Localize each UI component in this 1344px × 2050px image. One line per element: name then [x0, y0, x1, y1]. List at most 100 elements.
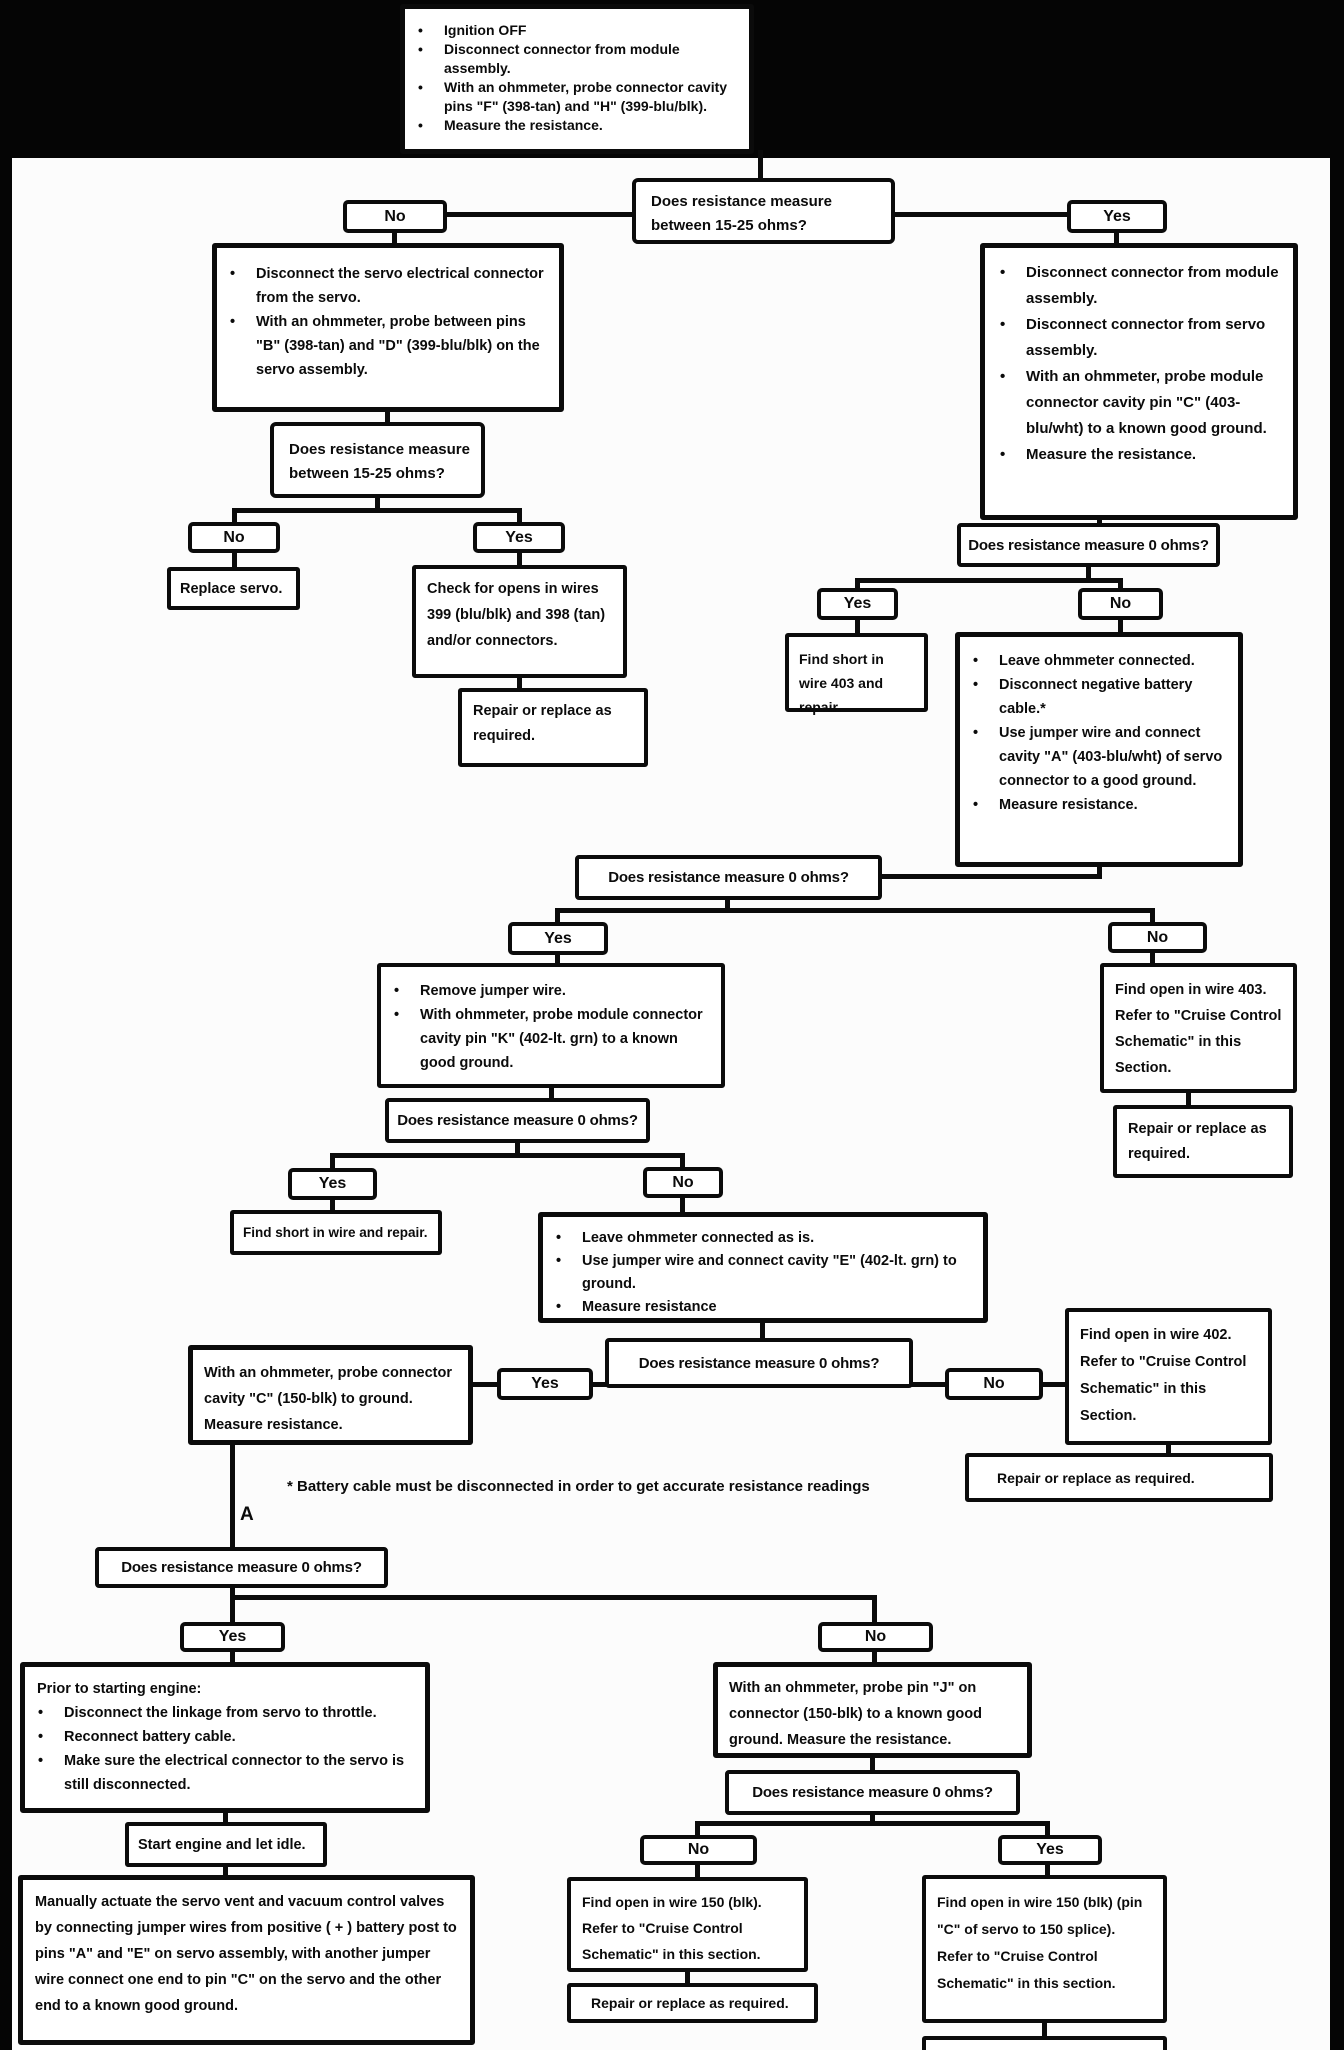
bullet-icon: • — [418, 41, 423, 57]
connector-line — [330, 1153, 685, 1158]
branch-label-no: No — [1078, 588, 1163, 620]
branch-label-yes: Yes — [508, 922, 608, 955]
footnote-battery-cable: * Battery cable must be disconnected in … — [287, 1478, 870, 1495]
connector-line — [230, 1650, 235, 1664]
question-resistance-15-25-servo: Does resistance measure between 15-25 oh… — [270, 422, 485, 498]
connector-line — [855, 618, 860, 635]
branch-label-yes: Yes — [288, 1168, 377, 1200]
bullet-icon: • — [418, 117, 423, 133]
step-servo-probe: •Disconnect the servo electrical connect… — [212, 243, 564, 412]
connector-line — [725, 898, 730, 912]
connector-line — [1118, 578, 1123, 590]
connector-line — [330, 1153, 335, 1170]
connector-line — [1150, 908, 1155, 924]
connector-line — [230, 1586, 235, 1599]
step-module-probe: •Disconnect connector from module assemb… — [980, 243, 1298, 520]
question-resistance-0-ohms-5: Does resistance measure 0 ohms? — [95, 1547, 388, 1588]
branch-label-no: No — [945, 1368, 1043, 1400]
connector-line — [880, 874, 1102, 879]
bullet-icon: • — [418, 22, 423, 38]
bullet-icon: • — [230, 314, 236, 330]
connector-line — [680, 1153, 685, 1169]
action-find-open-403: Find open in wire 403. Refer to "Cruise … — [1100, 963, 1297, 1093]
step-probe-pin-j: With an ohmmeter, probe pin "J" on conne… — [713, 1662, 1032, 1758]
step-title: Prior to starting engine: — [37, 1681, 202, 1697]
question-resistance-0-ohms-2: Does resistance measure 0 ohms? — [575, 855, 882, 900]
action-find-short-wire: Find short in wire and repair. — [230, 1210, 442, 1255]
connector-line — [685, 1970, 690, 1985]
connector-line — [330, 1198, 335, 1212]
connector-line — [447, 212, 632, 217]
connector-line — [232, 551, 237, 569]
action-replace-servo: Replace servo. — [167, 567, 300, 610]
bullet-icon: • — [418, 79, 423, 95]
connector-line — [549, 1086, 554, 1100]
bullet-icon: • — [230, 266, 236, 282]
connector-line — [1114, 231, 1119, 245]
branch-label-no: No — [640, 1835, 757, 1865]
branch-label-no: No — [643, 1167, 723, 1198]
connector-line — [1045, 1821, 1050, 1837]
connector-line — [385, 410, 390, 424]
action-check-opens-399-398: Check for opens in wires 399 (blu/blk) a… — [412, 565, 627, 678]
connector-line — [375, 496, 380, 512]
step-jumper-cavity-e: •Leave ohmmeter connected as is. •Use ju… — [538, 1212, 988, 1323]
connector-line — [555, 953, 560, 965]
branch-label-no: No — [818, 1622, 933, 1652]
connector-line — [870, 1813, 875, 1825]
connector-line — [760, 1321, 765, 1340]
bullet-icon: • — [38, 1729, 44, 1745]
connector-line — [1150, 951, 1155, 967]
connector-line — [870, 1756, 875, 1772]
step-jumper-cavity-a: •Leave ohmmeter connected. •Disconnect n… — [955, 632, 1243, 867]
connector-line — [555, 908, 560, 924]
bullet-icon: • — [1000, 264, 1006, 281]
branch-label-yes: Yes — [473, 522, 565, 553]
bullet-icon: • — [1000, 368, 1006, 385]
connector-line — [855, 578, 1123, 583]
bullet-icon: • — [394, 1007, 400, 1023]
connector-line — [232, 508, 522, 513]
bullet-icon: • — [38, 1753, 44, 1769]
branch-label-no: No — [188, 522, 280, 553]
bullet-icon: • — [556, 1253, 562, 1269]
connector-line — [1041, 1382, 1067, 1387]
branch-label-yes: Yes — [497, 1368, 593, 1400]
connector-line — [872, 1650, 877, 1664]
connector-line — [872, 1595, 877, 1624]
action-repair-or-replace: Repair or replace as required. — [965, 1453, 1273, 1502]
connector-a-label: A — [240, 1504, 254, 1525]
bullet-icon: • — [556, 1299, 562, 1315]
branch-label-yes: Yes — [998, 1835, 1102, 1865]
branch-label-yes: Yes — [1067, 200, 1167, 233]
bullet-icon: • — [973, 677, 979, 693]
connector-line — [1186, 1091, 1191, 1107]
connector-line — [695, 1821, 700, 1837]
bullet-icon: • — [556, 1230, 562, 1246]
action-repair-or-replace: Repair or replace as required. — [458, 688, 648, 767]
connector-line — [223, 1811, 228, 1824]
action-find-open-402: Find open in wire 402. Refer to "Cruise … — [1065, 1308, 1272, 1445]
connector-line — [695, 1863, 700, 1879]
connector-line — [1097, 516, 1102, 526]
bullet-icon: • — [1000, 316, 1006, 333]
question-resistance-0-ohms-4: Does resistance measure 0 ohms? — [605, 1338, 913, 1388]
question-resistance-0-ohms-1: Does resistance measure 0 ohms? — [957, 523, 1220, 567]
connector-line — [1166, 1443, 1171, 1455]
connector-line — [1042, 2021, 1047, 2038]
action-repair-or-replace: Repair or replace as required. — [1113, 1105, 1293, 1178]
connector-line — [1118, 618, 1123, 634]
connector-line — [1097, 865, 1102, 879]
branch-label-yes: Yes — [180, 1622, 285, 1652]
step-initial-ohmmeter-check: •Ignition OFF •Disconnect connector from… — [400, 4, 754, 154]
action-repair-or-replace: Repair or replace as required. — [567, 1983, 818, 2023]
question-resistance-0-ohms-6: Does resistance measure 0 ohms? — [725, 1770, 1020, 1815]
connector-line — [758, 150, 763, 182]
branch-label-no: No — [343, 200, 447, 233]
connector-line — [895, 212, 1067, 217]
bullet-icon: • — [973, 653, 979, 669]
connector-line — [230, 1595, 235, 1624]
step-manually-actuate-valves: Manually actuate the servo vent and vacu… — [18, 1875, 475, 2045]
connector-line — [517, 508, 522, 524]
connector-line — [517, 551, 522, 567]
